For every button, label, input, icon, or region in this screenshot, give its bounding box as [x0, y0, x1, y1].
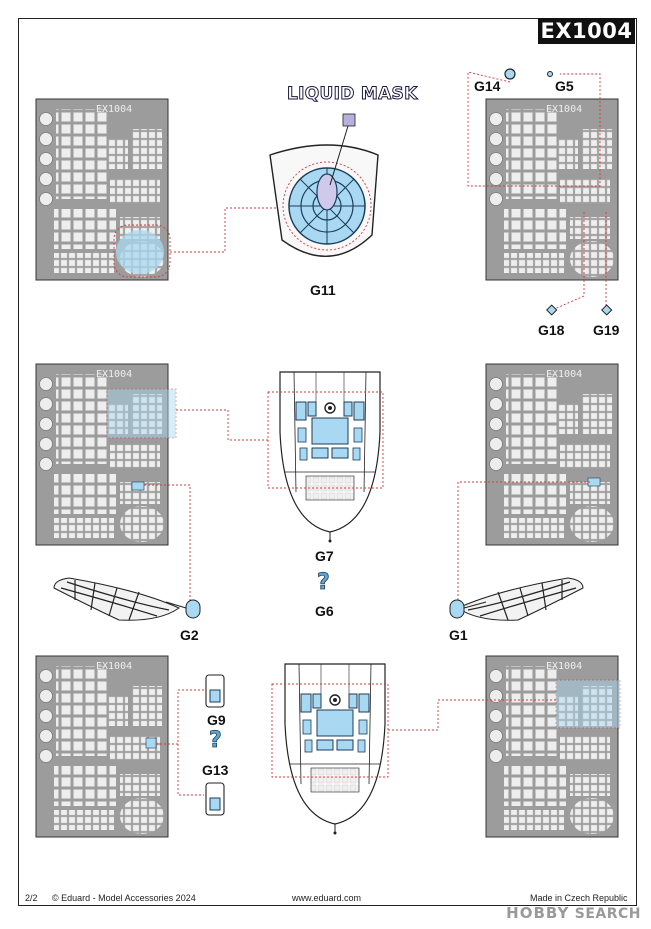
g14-part-icon: [504, 68, 516, 80]
fret-sheet-mid-right: [485, 363, 619, 546]
fret-text: EX1004: [546, 369, 583, 380]
label-g7: G7: [315, 548, 334, 564]
website-link[interactable]: www.eduard.com: [292, 893, 362, 903]
watermark-suffix: SEARCH: [574, 906, 641, 922]
label-g13: G13: [202, 762, 229, 778]
nose-glazing-bottom: [284, 663, 386, 836]
part-g9: [205, 674, 225, 708]
fret-text: EX1004: [546, 104, 583, 115]
page-frame: [18, 18, 637, 906]
label-g14: G14: [474, 78, 501, 94]
label-g9: G9: [207, 712, 226, 728]
copyright: © Eduard - Model Accessories 2024: [52, 893, 196, 903]
canopy-mask-g11: [269, 125, 379, 258]
g18-part-icon: [546, 304, 558, 316]
right-wingtip-g1: [449, 577, 584, 621]
country-of-origin: Made in Czech Republic: [530, 893, 628, 903]
g5-part-icon: [547, 71, 553, 77]
fret-text: EX1004: [96, 104, 133, 115]
product-code-badge: EX1004: [538, 18, 635, 44]
left-wingtip-g2: [53, 577, 201, 621]
label-g5: G5: [555, 78, 574, 94]
liquid-mask-label: LIQUID MASK: [287, 84, 418, 105]
watermark: HOBBY SEARCH: [506, 904, 641, 922]
label-g6: G6: [315, 603, 334, 619]
part-g13: [205, 782, 225, 816]
label-g19: G19: [593, 322, 620, 338]
g19-part-icon: [601, 304, 613, 316]
label-g2: G2: [180, 627, 199, 643]
fret-text: EX1004: [96, 369, 133, 380]
page-number: 2/2: [25, 893, 38, 903]
watermark-brand: HOBBY: [506, 904, 570, 922]
label-g18: G18: [538, 322, 565, 338]
liquid-mask-swatch: [342, 113, 356, 127]
nose-glazing-g7: [279, 371, 381, 544]
fret-text: EX1004: [96, 661, 133, 672]
fret-sheet-top-right: [485, 98, 619, 281]
unknown-part-symbol-icon: ?: [209, 728, 223, 754]
label-g1: G1: [449, 627, 468, 643]
fret-text: EX1004: [546, 661, 583, 672]
unknown-part-symbol-icon: ?: [317, 570, 331, 596]
label-g11: G11: [310, 282, 336, 298]
